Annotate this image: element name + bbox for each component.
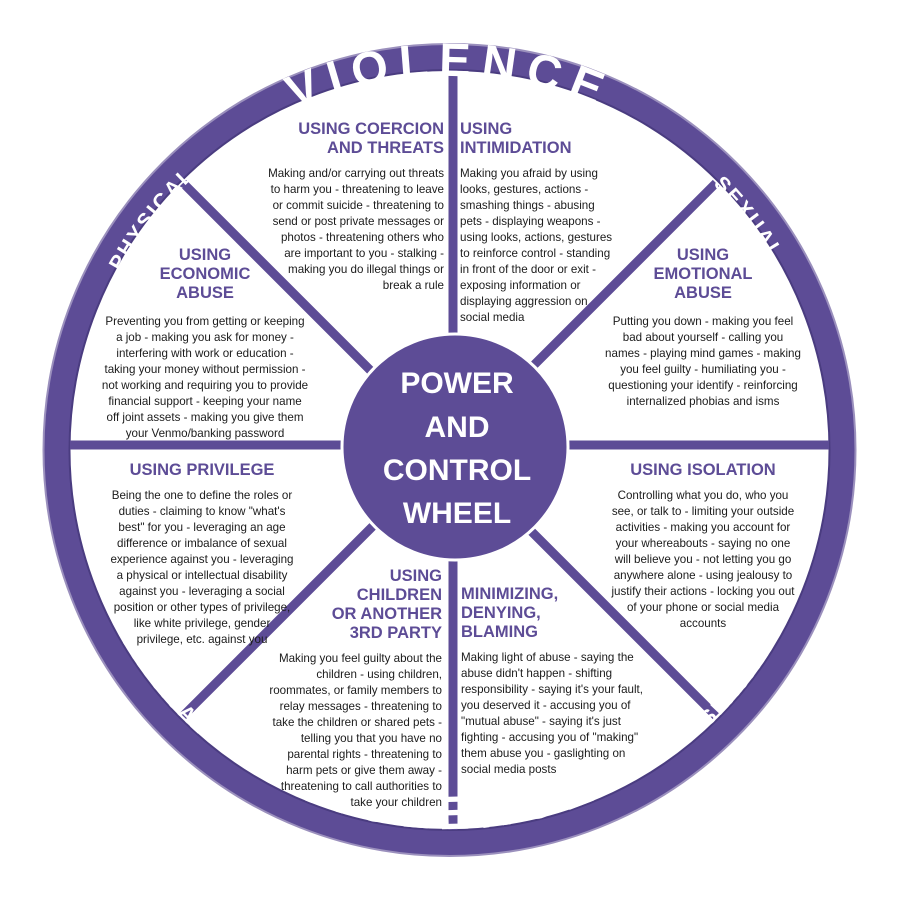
sector-economic-body: Preventing you from getting or keeping a… [101,315,309,440]
sector-economic: USING ECONOMIC ABUSE Preventing you from… [90,246,320,442]
sector-children-body: Making you feel guilty about the childre… [269,652,442,809]
hub-line-2: AND [425,411,490,444]
sector-privilege-title: USING PRIVILEGE [129,461,275,479]
hub-line-4: WHEEL [403,497,511,530]
sector-intimidation: USING INTIMIDATION Making you afraid by … [460,120,640,326]
sector-privilege: USING PRIVILEGE Being the one to define … [92,461,312,648]
sector-emotional-body: Putting you down - making you feel bad a… [605,315,801,408]
sector-children: USING CHILDREN OR ANOTHER 3RD PARTY Maki… [252,567,442,811]
sector-coercion-body: Making and/or carrying out threats to ha… [268,167,444,292]
sector-children-title: USING CHILDREN OR ANOTHER 3RD PARTY [331,567,442,642]
hub-line-1: POWER [400,367,514,400]
sector-isolation: USING ISOLATION Controlling what you do,… [598,461,808,632]
sector-intimidation-body: Making you afraid by using looks, gestur… [460,167,613,324]
hub-line-3: CONTROL [383,454,531,487]
sector-minimizing-body: Making light of abuse - saying the abuse… [461,651,643,776]
hub [340,332,570,562]
sector-coercion-title: USING COERCION AND THREATS [298,120,444,157]
sector-coercion: USING COERCION AND THREATS Making and/or… [248,120,444,294]
sector-minimizing-title: MINIMIZING, DENYING, BLAMING [461,585,559,641]
sector-economic-title: USING ECONOMIC ABUSE [159,246,251,302]
sector-emotional: USING EMOTIONAL ABUSE Putting you down -… [598,246,808,410]
sector-minimizing: MINIMIZING, DENYING, BLAMING Making ligh… [461,585,661,778]
sector-emotional-title: USING EMOTIONAL ABUSE [653,246,753,302]
sector-isolation-title: USING ISOLATION [630,461,776,479]
sector-isolation-body: Controlling what you do, who you see, or… [611,489,795,630]
sector-privilege-body: Being the one to define the roles or dut… [110,489,294,646]
sector-intimidation-title: USING INTIMIDATION [460,120,572,157]
